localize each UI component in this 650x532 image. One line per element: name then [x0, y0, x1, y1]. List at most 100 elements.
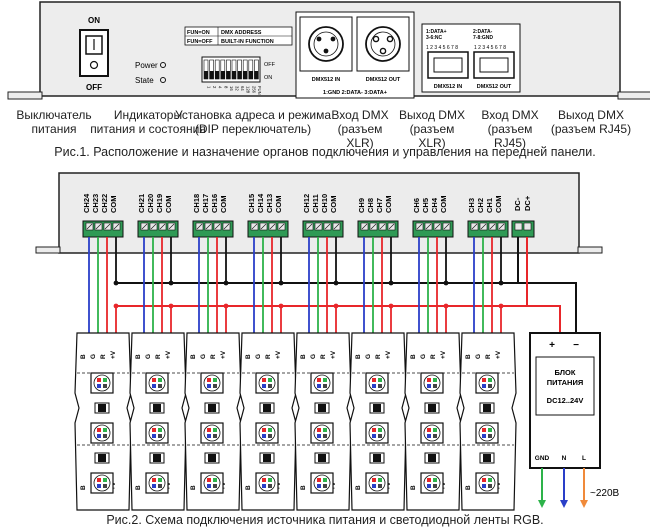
svg-text:FUN=OFF: FUN=OFF — [187, 39, 213, 45]
rj45-out-label: DMX512 OUT — [477, 84, 512, 90]
strip-pin-label: B — [355, 354, 362, 359]
power-switch-off-mark — [89, 60, 99, 70]
terminal-channel-label: CH12 — [302, 194, 311, 213]
terminal-channel-label: CH11 — [311, 194, 320, 213]
terminal-channel-label: CH14 — [256, 193, 265, 213]
led-strip: BBGGRR+V+V — [184, 332, 242, 511]
strip-pin-label: B — [80, 354, 87, 359]
terminal-channel-label: COM — [219, 196, 228, 214]
rgb-led — [255, 372, 279, 394]
state-indicator-label: State — [135, 76, 154, 85]
terminal-channel-label: CH16 — [210, 194, 219, 213]
rgb-led — [365, 472, 389, 494]
strip-pin-label: B — [190, 354, 197, 359]
strip-pin-label: +V — [275, 350, 282, 359]
led-strip: BBGGRR+V+V — [74, 332, 132, 511]
strip-pin-label: B — [80, 485, 87, 490]
rj45-in-port[interactable] — [427, 51, 469, 79]
terminal-channel-label: CH24 — [82, 193, 91, 213]
dip-bit-label: 128 — [246, 86, 251, 94]
terminal-channel-label: CH20 — [146, 194, 155, 213]
strip-pin-label: B — [300, 354, 307, 359]
strip-pin-label: B — [465, 485, 472, 490]
strip-pin-label: B — [410, 485, 417, 490]
front-panel-figure: ON OFF Power State FUN=ON DMX ADDRESS FU… — [7, 1, 650, 100]
terminal-channel-label: COM — [439, 196, 448, 214]
psu-plus-label: + — [549, 340, 555, 351]
switch-off-label: OFF — [86, 83, 102, 92]
rgb-led — [90, 422, 114, 444]
strip-pin-label: +V — [165, 350, 172, 359]
terminal-channel-label: CH7 — [375, 198, 384, 213]
svg-text:2:DATA-7-8:GND: 2:DATA-7-8:GND — [473, 29, 493, 41]
dip-bit-label: 16 — [229, 86, 234, 91]
strip-pin-label: G — [255, 354, 262, 359]
led-strip: BBGGRR+V+V — [239, 332, 297, 511]
dip-bit-label: FUN — [257, 86, 262, 95]
strip-pin-label: B — [190, 485, 197, 490]
dip-bit-label: 4 — [218, 86, 223, 89]
rgb-led — [420, 472, 444, 494]
rgb-led — [310, 372, 334, 394]
panel-ear-right — [617, 91, 650, 100]
caption-rj-in: Вход DMX (разъем RJ45) — [481, 108, 539, 150]
terminal-channel-label: CH2 — [476, 198, 485, 213]
strip-pin-label: +V — [330, 350, 337, 359]
dc-plus-wire — [526, 237, 561, 337]
terminal-channel-label: CH3 — [467, 198, 476, 213]
rgb-led — [420, 372, 444, 394]
strip-pin-label: R — [155, 354, 162, 359]
terminal-channel-label: COM — [164, 196, 173, 214]
dip-bit-label: 2 — [212, 86, 217, 89]
terminal-channel-label: CH22 — [100, 194, 109, 213]
rgb-led — [255, 422, 279, 444]
rgb-led — [475, 472, 499, 494]
switch-on-label: ON — [88, 16, 100, 25]
dc-terminal-label: DC+ — [523, 195, 532, 211]
strip-pin-label: G — [475, 354, 482, 359]
rgb-led — [90, 472, 114, 494]
svg-text:1 2 3 4 5 6 7 8: 1 2 3 4 5 6 7 8 — [474, 45, 506, 51]
rgb-led — [200, 422, 224, 444]
terminal-channel-label: CH19 — [155, 194, 164, 213]
psu-title: ПИТАНИЯ — [547, 378, 584, 387]
strip-pin-label: G — [365, 354, 372, 359]
rgb-led — [310, 472, 334, 494]
terminal-channel-label: CH10 — [320, 194, 329, 213]
xlr-pinout: 1:GND 2:DATA- 3:DATA+ — [323, 90, 387, 96]
caption-power-switch: Выключатель питания — [16, 108, 92, 136]
panel-ear-left — [7, 91, 43, 100]
psu-title: БЛОК — [555, 368, 576, 377]
mains-voltage-label: ~220В — [590, 488, 620, 499]
strip-pin-label: G — [90, 354, 97, 359]
rgb-led — [145, 372, 169, 394]
terminal-channel-label: COM — [329, 196, 338, 214]
terminal-channel-label: CH4 — [430, 197, 439, 213]
terminal-channel-label: COM — [384, 196, 393, 214]
strip-pin-label: B — [300, 485, 307, 490]
rgb-led — [475, 372, 499, 394]
strip-pin-label: R — [430, 354, 437, 359]
caption-rj-out: Выход DMX (разъем RJ45) — [550, 108, 632, 136]
figure-1-title: Рис.1. Расположение и назначение органов… — [54, 145, 596, 159]
terminal-channel-label: CH5 — [421, 198, 430, 213]
psu-pin-label: N — [562, 455, 567, 462]
strip-pin-label: R — [485, 354, 492, 359]
terminal-channel-label: COM — [494, 196, 503, 214]
state-led — [160, 77, 166, 83]
rj45-out-port[interactable] — [473, 51, 515, 79]
dc-terminal-label: DC- — [513, 197, 522, 211]
wiring-diagram: CH24CH23CH22COMBBGGRR+V+VCH21CH20CH19COM… — [35, 172, 620, 511]
dip-bit-label: 8 — [223, 86, 228, 89]
strip-pin-label: G — [145, 354, 152, 359]
strip-pin-label: B — [245, 354, 252, 359]
xlr-out-label: DMX512 OUT — [366, 77, 401, 83]
strip-pin-label: +V — [220, 350, 227, 359]
rgb-led — [365, 372, 389, 394]
strip-pin-label: R — [210, 354, 217, 359]
terminal-channel-label: CH9 — [357, 198, 366, 213]
dip-bit-label: 64 — [240, 86, 245, 91]
power-indicator-label: Power — [135, 61, 158, 70]
